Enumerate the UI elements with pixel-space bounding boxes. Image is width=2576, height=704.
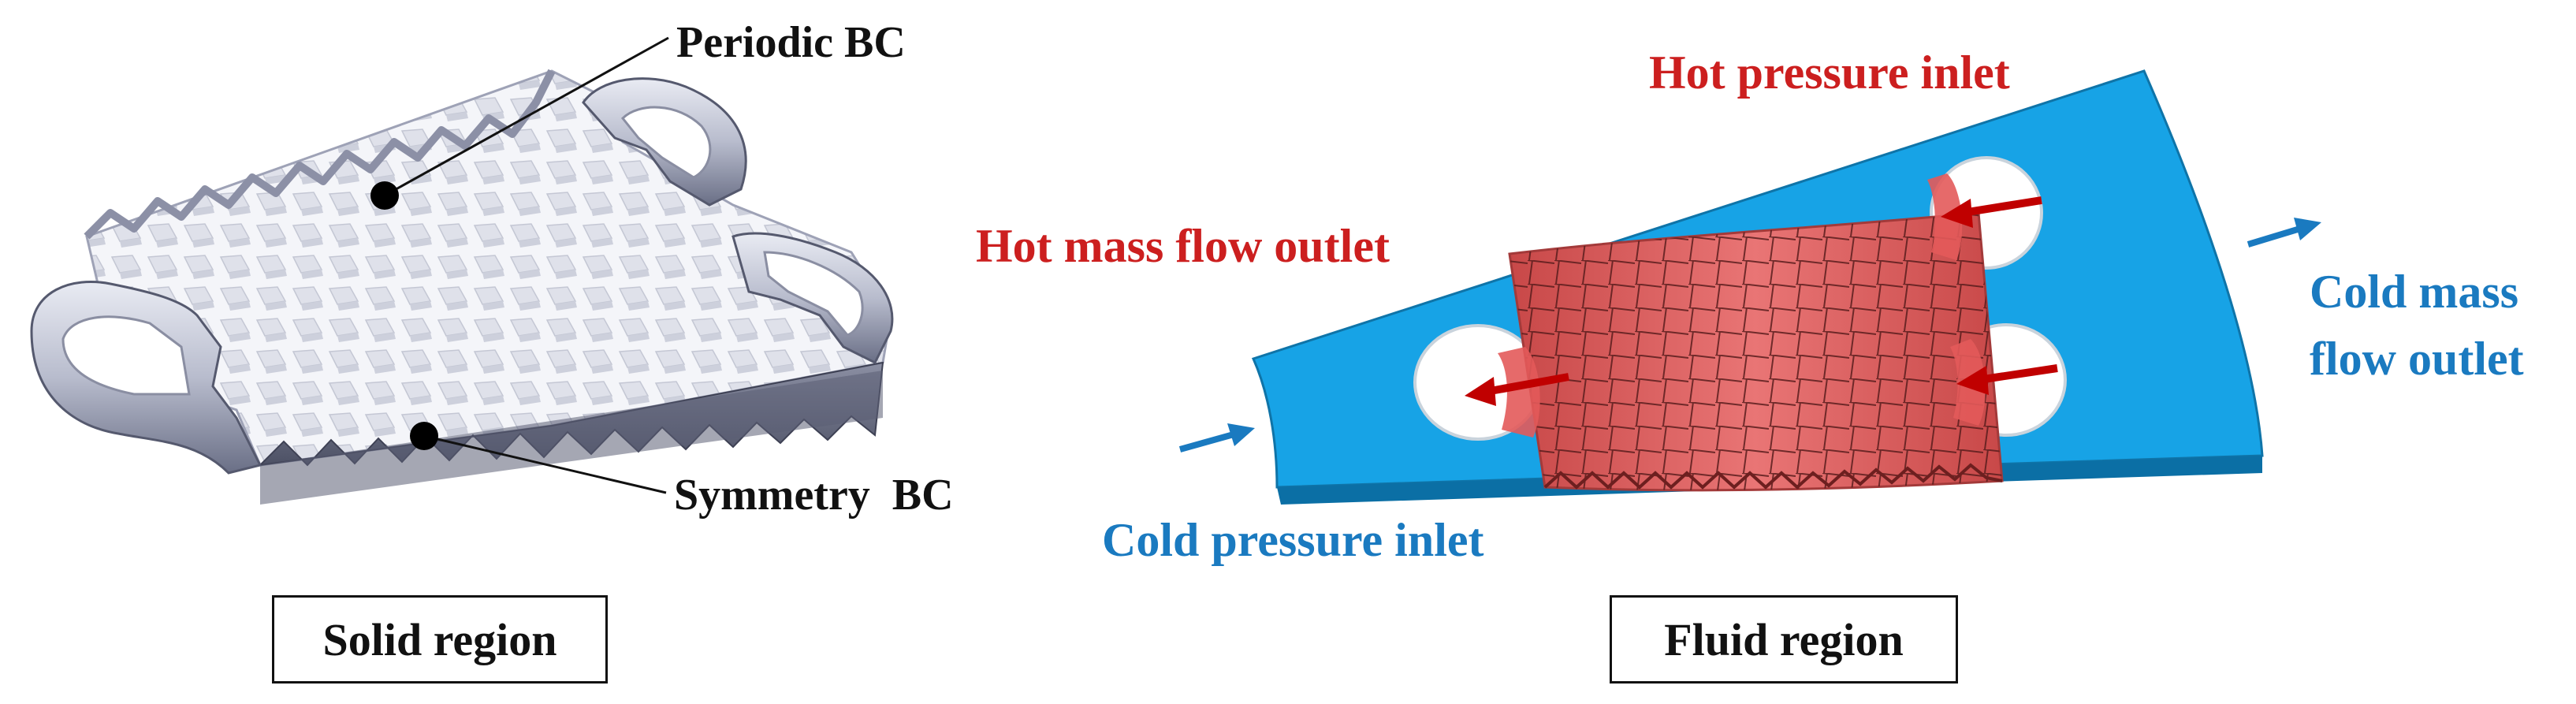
hot-inlet-arrow-upper <box>1941 196 2042 228</box>
solid-back-edge <box>84 69 556 240</box>
symmetry-bc-label: Symmetry BC <box>674 471 954 520</box>
fluid-region-model <box>1251 69 2264 505</box>
cold-mass-flow-outlet-label-line1: Cold mass <box>2310 266 2519 318</box>
hot-outlet-arrow <box>1465 373 1569 406</box>
hot-inlet-arrow-lower <box>1956 364 2058 395</box>
periodic-marker-dot <box>370 181 399 210</box>
solid-region-model <box>30 69 894 505</box>
solid-region-box: Solid region <box>272 595 608 684</box>
cold-outlet-arrow <box>2247 218 2321 248</box>
symmetry-leader-line <box>423 434 667 494</box>
hot-mass-flow-outlet-label: Hot mass flow outlet <box>976 220 1390 272</box>
symmetry-marker-dot <box>410 422 438 450</box>
fluid-region-box: Fluid region <box>1610 595 1958 684</box>
periodic-leader-line <box>384 36 669 197</box>
cold-pressure-inlet-label: Cold pressure inlet <box>1102 514 1484 566</box>
hot-pressure-inlet-label: Hot pressure inlet <box>1649 47 2010 99</box>
periodic-bc-label: Periodic BC <box>676 18 906 67</box>
cold-inlet-arrow <box>1178 423 1255 453</box>
cold-mass-flow-outlet-label-line2: flow outlet <box>2310 333 2524 385</box>
